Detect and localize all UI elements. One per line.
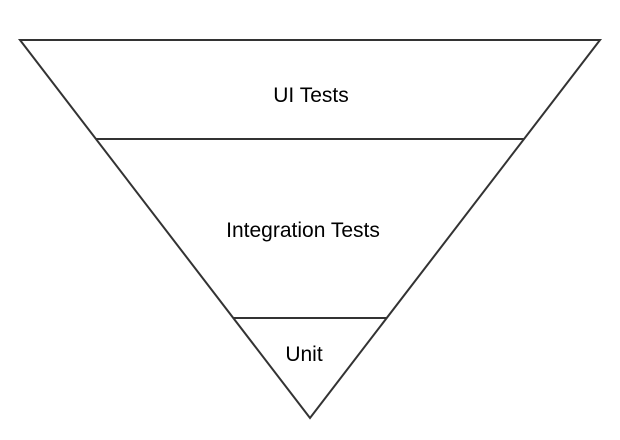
layer-label-integration-tests: Integration Tests (226, 219, 380, 242)
layer-label-unit: Unit (285, 343, 323, 366)
layer-label-ui-tests: UI Tests (273, 84, 348, 107)
pyramid-outline (17, 39, 603, 420)
